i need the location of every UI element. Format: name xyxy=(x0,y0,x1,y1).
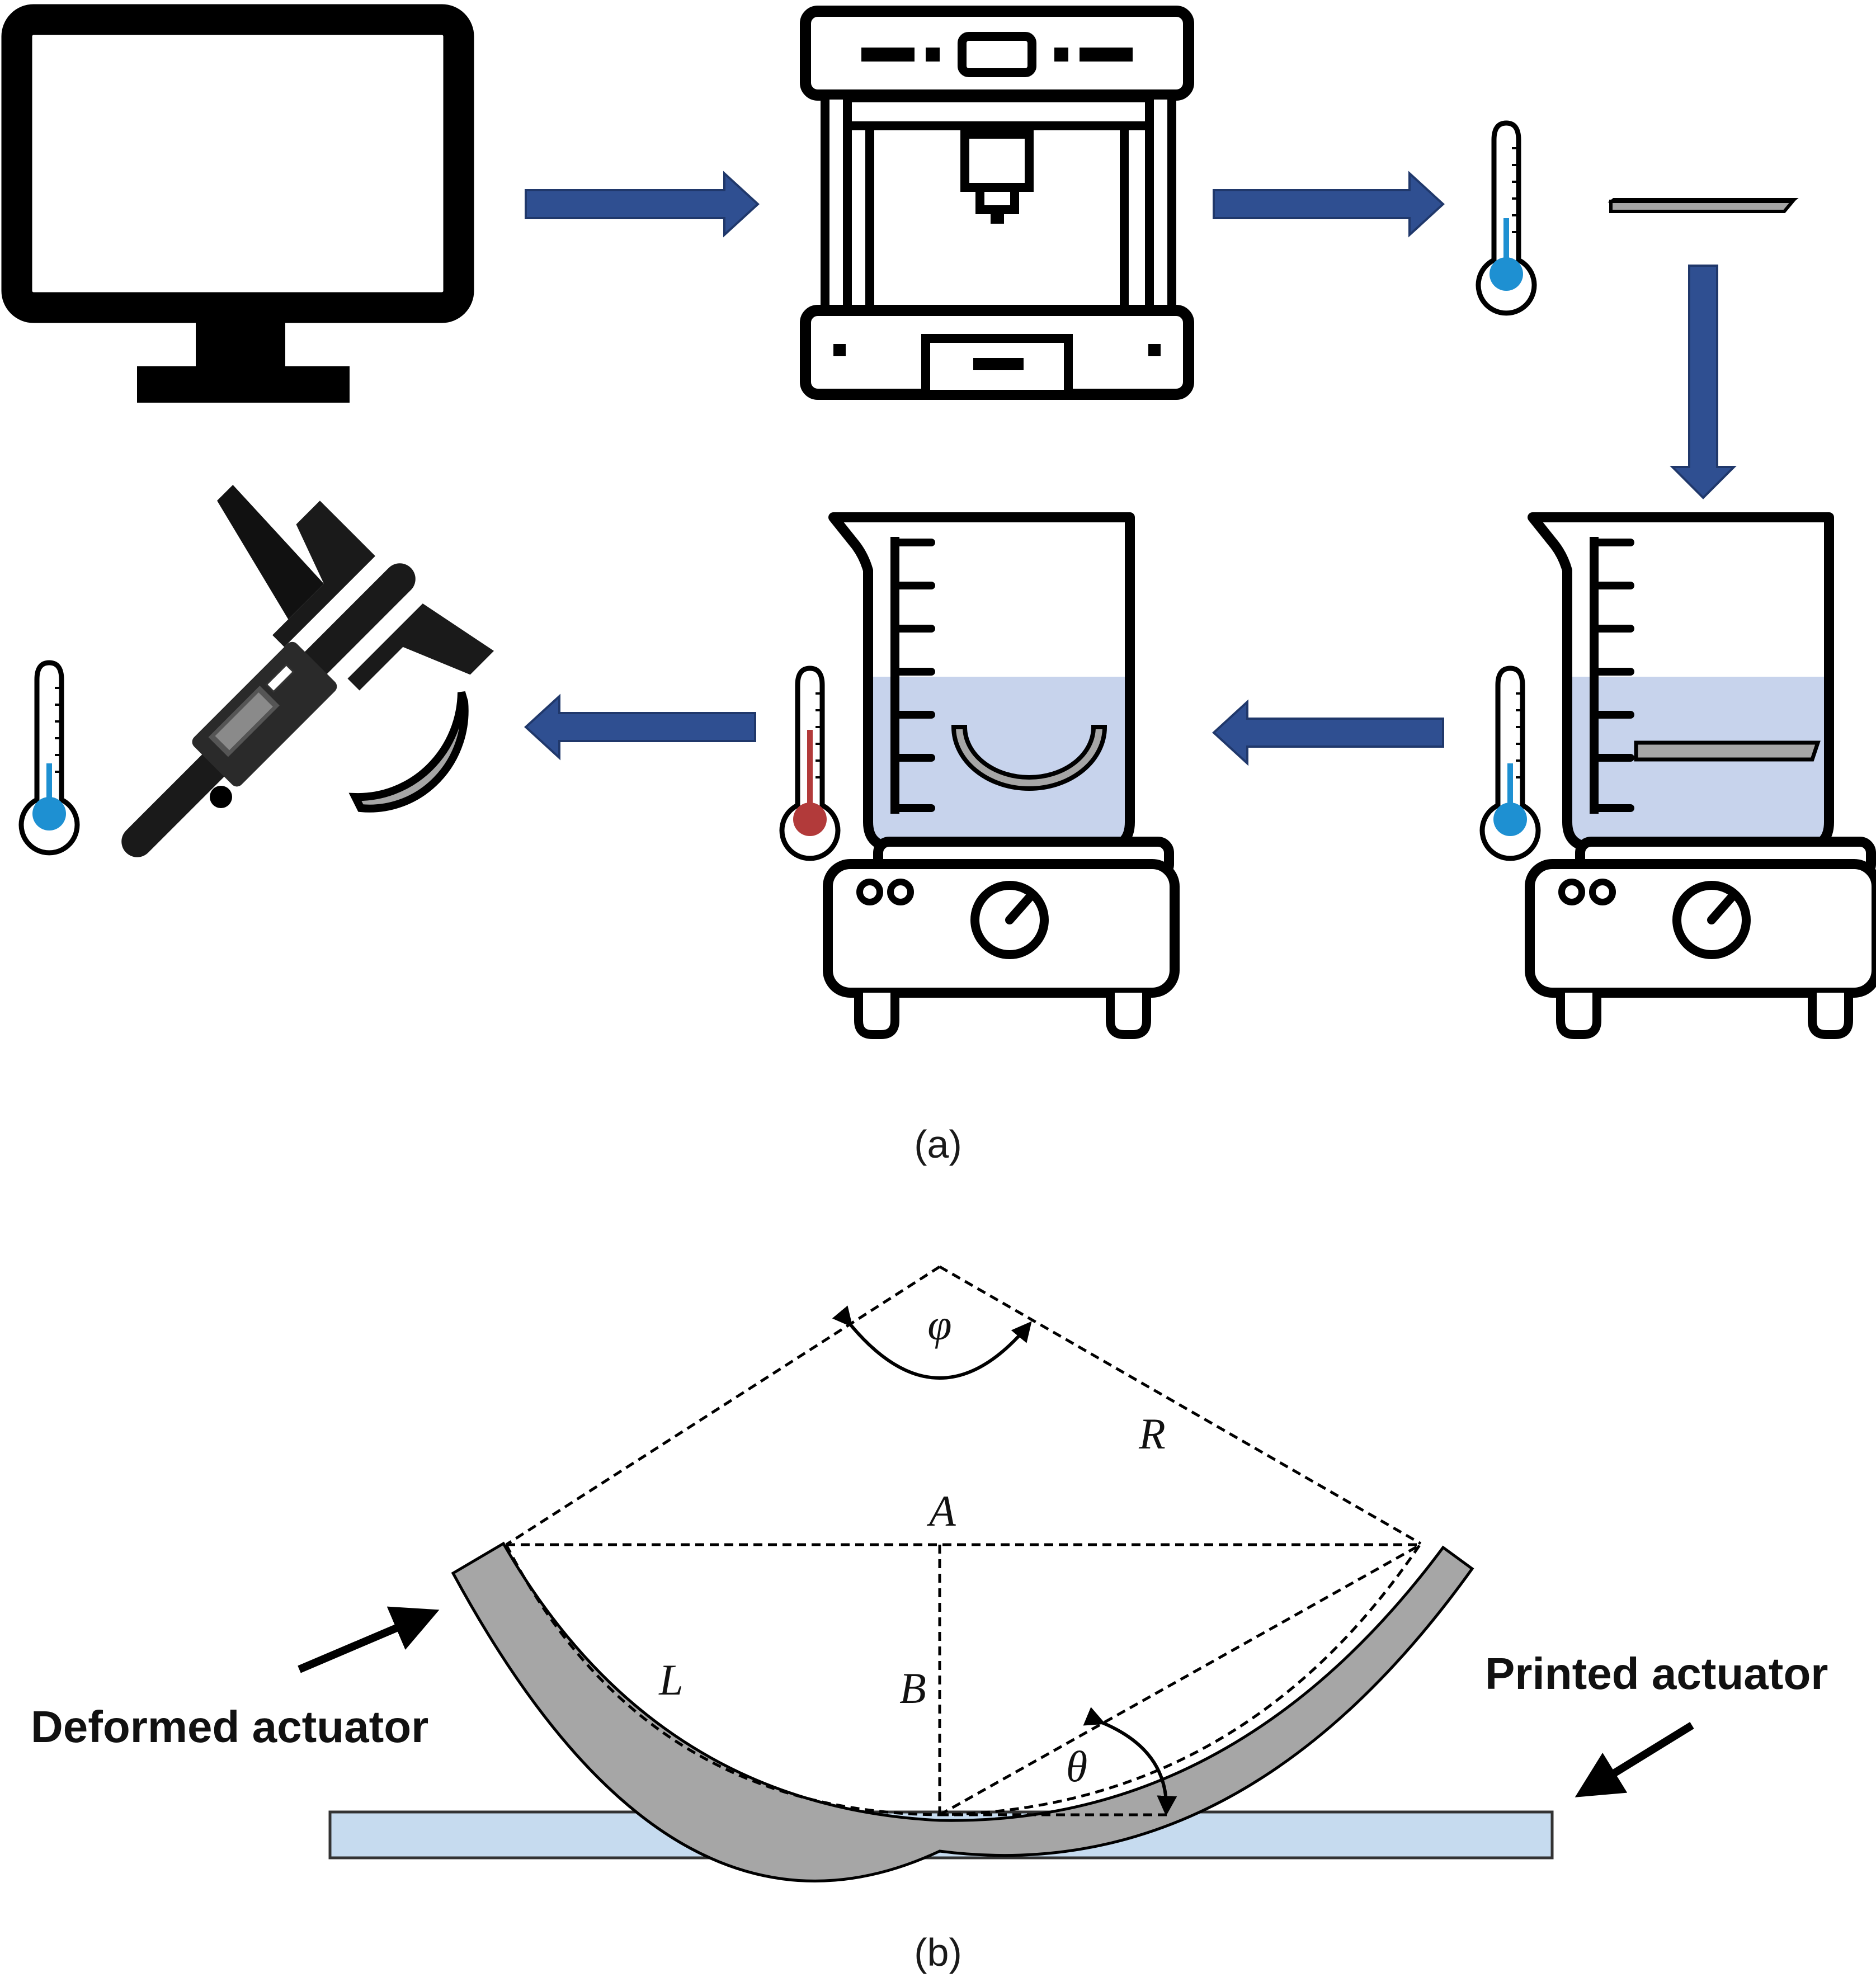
thermometer-cold-icon xyxy=(1478,123,1534,313)
printed-actuator-label: Printed actuator xyxy=(1485,1649,1828,1698)
radius-symbol: R xyxy=(1138,1409,1166,1458)
chord-symbol: A xyxy=(926,1486,956,1535)
panel-b-caption: (b) xyxy=(914,1931,962,1974)
height-symbol: B xyxy=(899,1664,926,1712)
flow-arrow-5 xyxy=(524,693,756,761)
theta-angle-arc xyxy=(1083,1707,1177,1816)
deformed-actuator-label: Deformed actuator xyxy=(31,1702,428,1752)
thermometer-cold-icon xyxy=(21,663,77,853)
phi-angle-arc xyxy=(832,1305,1032,1380)
phi-symbol: φ xyxy=(927,1300,951,1349)
flow-arrow-3 xyxy=(1670,265,1737,499)
3d-printer-icon xyxy=(800,6,1194,400)
flow-arrow-2 xyxy=(1213,171,1445,238)
deformed-pointer-arrow xyxy=(298,1606,440,1673)
printed-pointer-arrow xyxy=(1575,1722,1694,1797)
caliper-icon xyxy=(121,484,494,857)
printed-strip-icon xyxy=(1608,198,1799,213)
beaker-hotplate-icon xyxy=(1530,517,1876,1035)
beaker-hotplate-icon xyxy=(828,517,1175,1035)
flow-arrow-4 xyxy=(1212,699,1444,766)
thermometer-cold-icon xyxy=(1482,668,1538,858)
computer-monitor-icon xyxy=(1,4,474,403)
thermometer-hot-icon xyxy=(782,668,838,858)
flow-arrow-1 xyxy=(525,171,760,238)
panel-a-caption: (a) xyxy=(914,1122,962,1166)
theta-symbol: θ xyxy=(1066,1742,1087,1791)
arc-length-symbol: L xyxy=(658,1655,683,1704)
